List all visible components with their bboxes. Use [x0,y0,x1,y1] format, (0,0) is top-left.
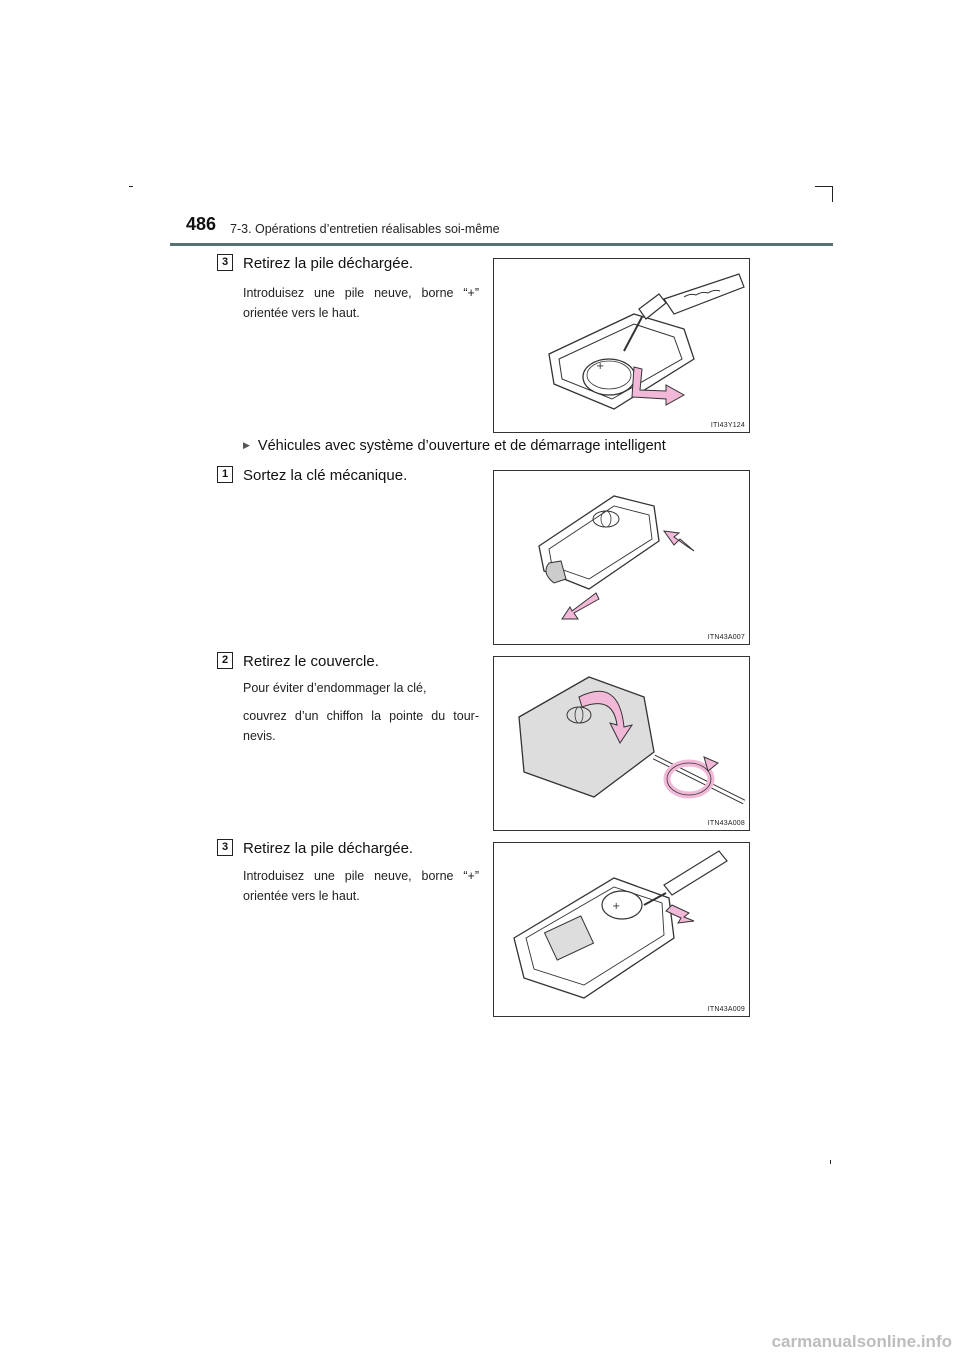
step-instruction-text: Introduisez une pile neuve, borne “+” or… [243,869,479,903]
step-instruction: Pour éviter d’endommager la clé, couvrez… [243,678,479,754]
step-title: Retirez le couvercle. [243,653,379,670]
crop-mark-top-left [129,186,133,187]
smart-key-illustration [538,495,695,620]
header-rule [170,243,833,246]
step-instruction-text: couvrez d’un chiffon la pointe du tour-n… [243,709,479,743]
figure-remove-battery-mechanical-key: + ITI43Y124 [493,258,750,433]
step-instruction-text: Pour éviter d’endommager la clé, [243,681,427,695]
step-title: Sortez la clé mécanique. [243,467,408,484]
figure-remove-mechanical-key: ITN43A007 [493,470,750,645]
svg-text:+: + [612,901,620,912]
figure-code: ITN43A009 [707,1006,745,1013]
step-instruction: Introduisez une pile neuve, borne “+” or… [243,283,479,331]
step-instruction: Introduisez une pile neuve, borne “+” or… [243,866,479,914]
figure-code: ITI43Y124 [710,422,745,429]
vehicle-condition-text: Véhicules avec système d’ouverture et de… [257,438,666,454]
step-number-badge: 2 [217,652,233,669]
step-instruction-text: Introduisez une pile neuve, borne “+” or… [243,286,479,320]
cover-removal-illustration [518,676,746,805]
step-number-badge: 3 [217,839,233,856]
step-title: Retirez la pile déchargée. [243,255,414,272]
key-battery-illustration: + [548,273,745,410]
step-number-badge: 3 [217,254,233,271]
figure-remove-cover: ITN43A008 [493,656,750,831]
step-title: Retirez la pile déchargée. [243,840,414,857]
vehicle-condition-note: ▶ Véhicules avec système d’ouverture et d… [243,438,666,454]
step-number-badge: 1 [217,466,233,483]
crop-mark-bottom-right [830,1160,831,1164]
page-number: 486 [186,214,217,234]
crop-mark-top-right-v [832,186,833,202]
crop-mark-top-right-h [815,186,833,187]
watermark: carmanualsonline.info [771,1332,952,1351]
figure-code: ITN43A008 [707,820,745,827]
smart-key-battery-illustration: + [513,850,728,999]
svg-text:+: + [596,361,604,372]
figure-code: ITN43A007 [707,634,745,641]
figure-remove-battery-smart-key: + ITN43A009 [493,842,750,1017]
triangle-right-icon: ▶ [243,440,250,450]
section-title: 7-3. Opérations d’entretien réalisables … [230,222,500,236]
